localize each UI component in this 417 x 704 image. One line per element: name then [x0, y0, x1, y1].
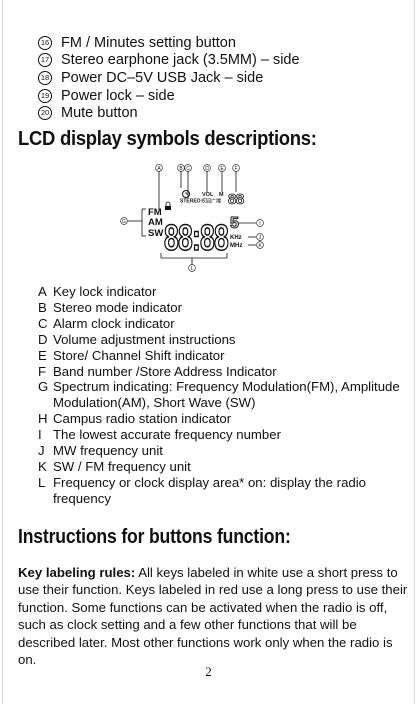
stereo-indicator: STEREO [180, 199, 201, 205]
circled-number: 16 [38, 35, 52, 50]
symbol-text: Band number /Store Address Indicator [53, 363, 277, 379]
lcd-callout-j: J [259, 235, 262, 241]
symbol-key: H [38, 411, 48, 427]
key-labeling-lead: Key labeling rules: [18, 565, 136, 580]
band-number-digits: 88 [228, 191, 244, 208]
symbol-item: B Stereo mode indicator [38, 300, 410, 316]
khz-unit: KHz [230, 235, 242, 241]
lcd-callout-b: B [179, 166, 183, 172]
lcd-diagram: A B C D E F G I J K L [120, 164, 264, 272]
key-labeling-text: All keys labeled in white use a short pr… [18, 565, 408, 668]
symbol-key: E [38, 347, 47, 363]
symbol-key: F [38, 363, 47, 379]
symbol-text: SW / FM frequency unit [53, 458, 191, 474]
circled-number: 20 [38, 106, 52, 121]
campus-radio-indicator: 校园广播 [201, 198, 221, 205]
button-list: 16 FM / Minutes setting button 17 Stereo… [38, 34, 408, 122]
lcd-callout-k: K [258, 243, 262, 249]
symbol-item: L Frequency or clock display area* on: di… [38, 475, 410, 507]
symbol-item: H Campus radio station indicator [38, 411, 410, 427]
symbol-key: B [38, 299, 47, 315]
symbol-text: Store/ Channel Shift indicator [53, 347, 225, 363]
symbol-text: Key lock indicator [53, 284, 157, 299]
symbol-text: Campus radio station indicator [53, 411, 232, 427]
lcd-callout-e: E [220, 166, 224, 172]
band-label-sw: SW [148, 228, 163, 239]
symbol-item: I The lowest accurate frequency number [38, 427, 410, 443]
button-list-label: Stereo earphone jack (3.5MM) – side [61, 52, 300, 69]
button-list-item: 17 Stereo earphone jack (3.5MM) – side [38, 52, 408, 70]
lcd-section-heading: LCD display symbols descriptions: [18, 127, 317, 150]
buttons-section-heading: Instructions for buttons function: [18, 526, 291, 548]
circled-number: 18 [38, 70, 52, 85]
lcd-callout-d: D [205, 166, 209, 172]
band-label-fm: FM [148, 207, 162, 218]
lcd-callout-a: A [157, 166, 161, 172]
symbol-key: K [38, 458, 47, 474]
page-number: 2 [205, 664, 212, 679]
symbol-item: J MW frequency unit [38, 443, 410, 459]
circled-number: 19 [38, 88, 52, 103]
symbol-item: A Key lock indicator [38, 284, 410, 300]
symbol-text: Frequency or clock display area* on: dis… [53, 474, 367, 506]
button-list-item: 19 Power lock – side [38, 87, 408, 105]
lcd-callout-c: C [186, 166, 190, 172]
symbol-text: Stereo mode indicator [53, 299, 183, 315]
symbol-item: K SW / FM frequency unit [38, 459, 410, 475]
band-label-am: AM [148, 217, 163, 228]
circled-number: 17 [38, 53, 52, 68]
symbol-text: MW frequency unit [53, 443, 163, 459]
symbol-key: J [38, 443, 45, 459]
button-list-label: Mute button [61, 105, 138, 122]
button-list-label: Power lock – side [61, 87, 175, 104]
symbol-key: G [38, 379, 49, 395]
lcd-callout-l: L [191, 266, 194, 272]
lowest-digit: 5 [230, 215, 239, 232]
symbol-key: A [38, 284, 47, 299]
symbol-key: C [38, 315, 48, 331]
button-list-item: 18 Power DC–5V USB Jack – side [38, 69, 408, 87]
page-edge-left [2, 0, 3, 704]
lcd-callout-i: I [259, 221, 260, 227]
button-list-label: Power DC–5V USB Jack – side [61, 69, 264, 86]
lcd-callout-f: F [234, 166, 237, 172]
symbol-text: Spectrum indicating: Frequency Modulatio… [53, 379, 400, 411]
symbol-item: F Band number /Store Address Indicator [38, 364, 410, 380]
symbol-list: A Key lock indicator B Stereo mode indicat… [38, 284, 410, 507]
symbol-item: C Alarm clock indicator [38, 316, 410, 332]
mhz-unit: MHz [230, 243, 242, 249]
symbol-text: The lowest accurate frequency number [53, 427, 281, 443]
volume-indicator: VOL [202, 192, 214, 198]
symbol-item: E Store/ Channel Shift indicator [38, 348, 410, 364]
symbol-item: D Volume adjustment instructions [38, 332, 410, 348]
symbol-text: Volume adjustment instructions [53, 331, 236, 347]
key-labeling-paragraph: Key labeling rules: All keys labeled in … [18, 564, 408, 668]
alarm-clock-icon [182, 190, 190, 198]
button-list-item: 16 FM / Minutes setting button [38, 34, 408, 52]
symbol-key: D [38, 331, 48, 347]
symbol-key: I [38, 427, 42, 443]
button-list-label: FM / Minutes setting button [61, 34, 236, 51]
symbol-text: Alarm clock indicator [53, 315, 175, 331]
key-lock-icon [165, 201, 171, 210]
lcd-callout-g: G [122, 219, 126, 225]
store-indicator: M [219, 192, 224, 198]
button-list-item: 20 Mute button [38, 104, 408, 122]
page-edge-right [414, 0, 415, 704]
symbol-key: L [38, 474, 46, 490]
frequency-digits: 88:88 [164, 217, 228, 258]
